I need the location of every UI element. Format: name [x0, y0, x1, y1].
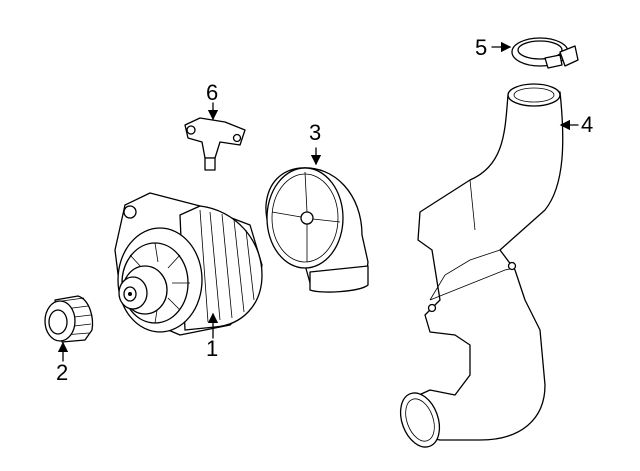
- callout-5: 5: [475, 35, 488, 60]
- air-duct-hose-part: [399, 83, 564, 448]
- pulley-part: [44, 295, 94, 343]
- hose-clamp-part: [511, 37, 579, 69]
- callout-2: 2: [56, 360, 69, 385]
- air-duct-cover-part: [265, 167, 369, 293]
- voltage-regulator-part: [184, 117, 246, 171]
- callout-4: 4: [581, 112, 594, 137]
- leader-lines: [57, 41, 579, 362]
- callout-1: 1: [206, 336, 219, 361]
- callout-3: 3: [309, 120, 322, 145]
- callout-6: 6: [206, 80, 219, 105]
- alternator-part: [114, 192, 263, 336]
